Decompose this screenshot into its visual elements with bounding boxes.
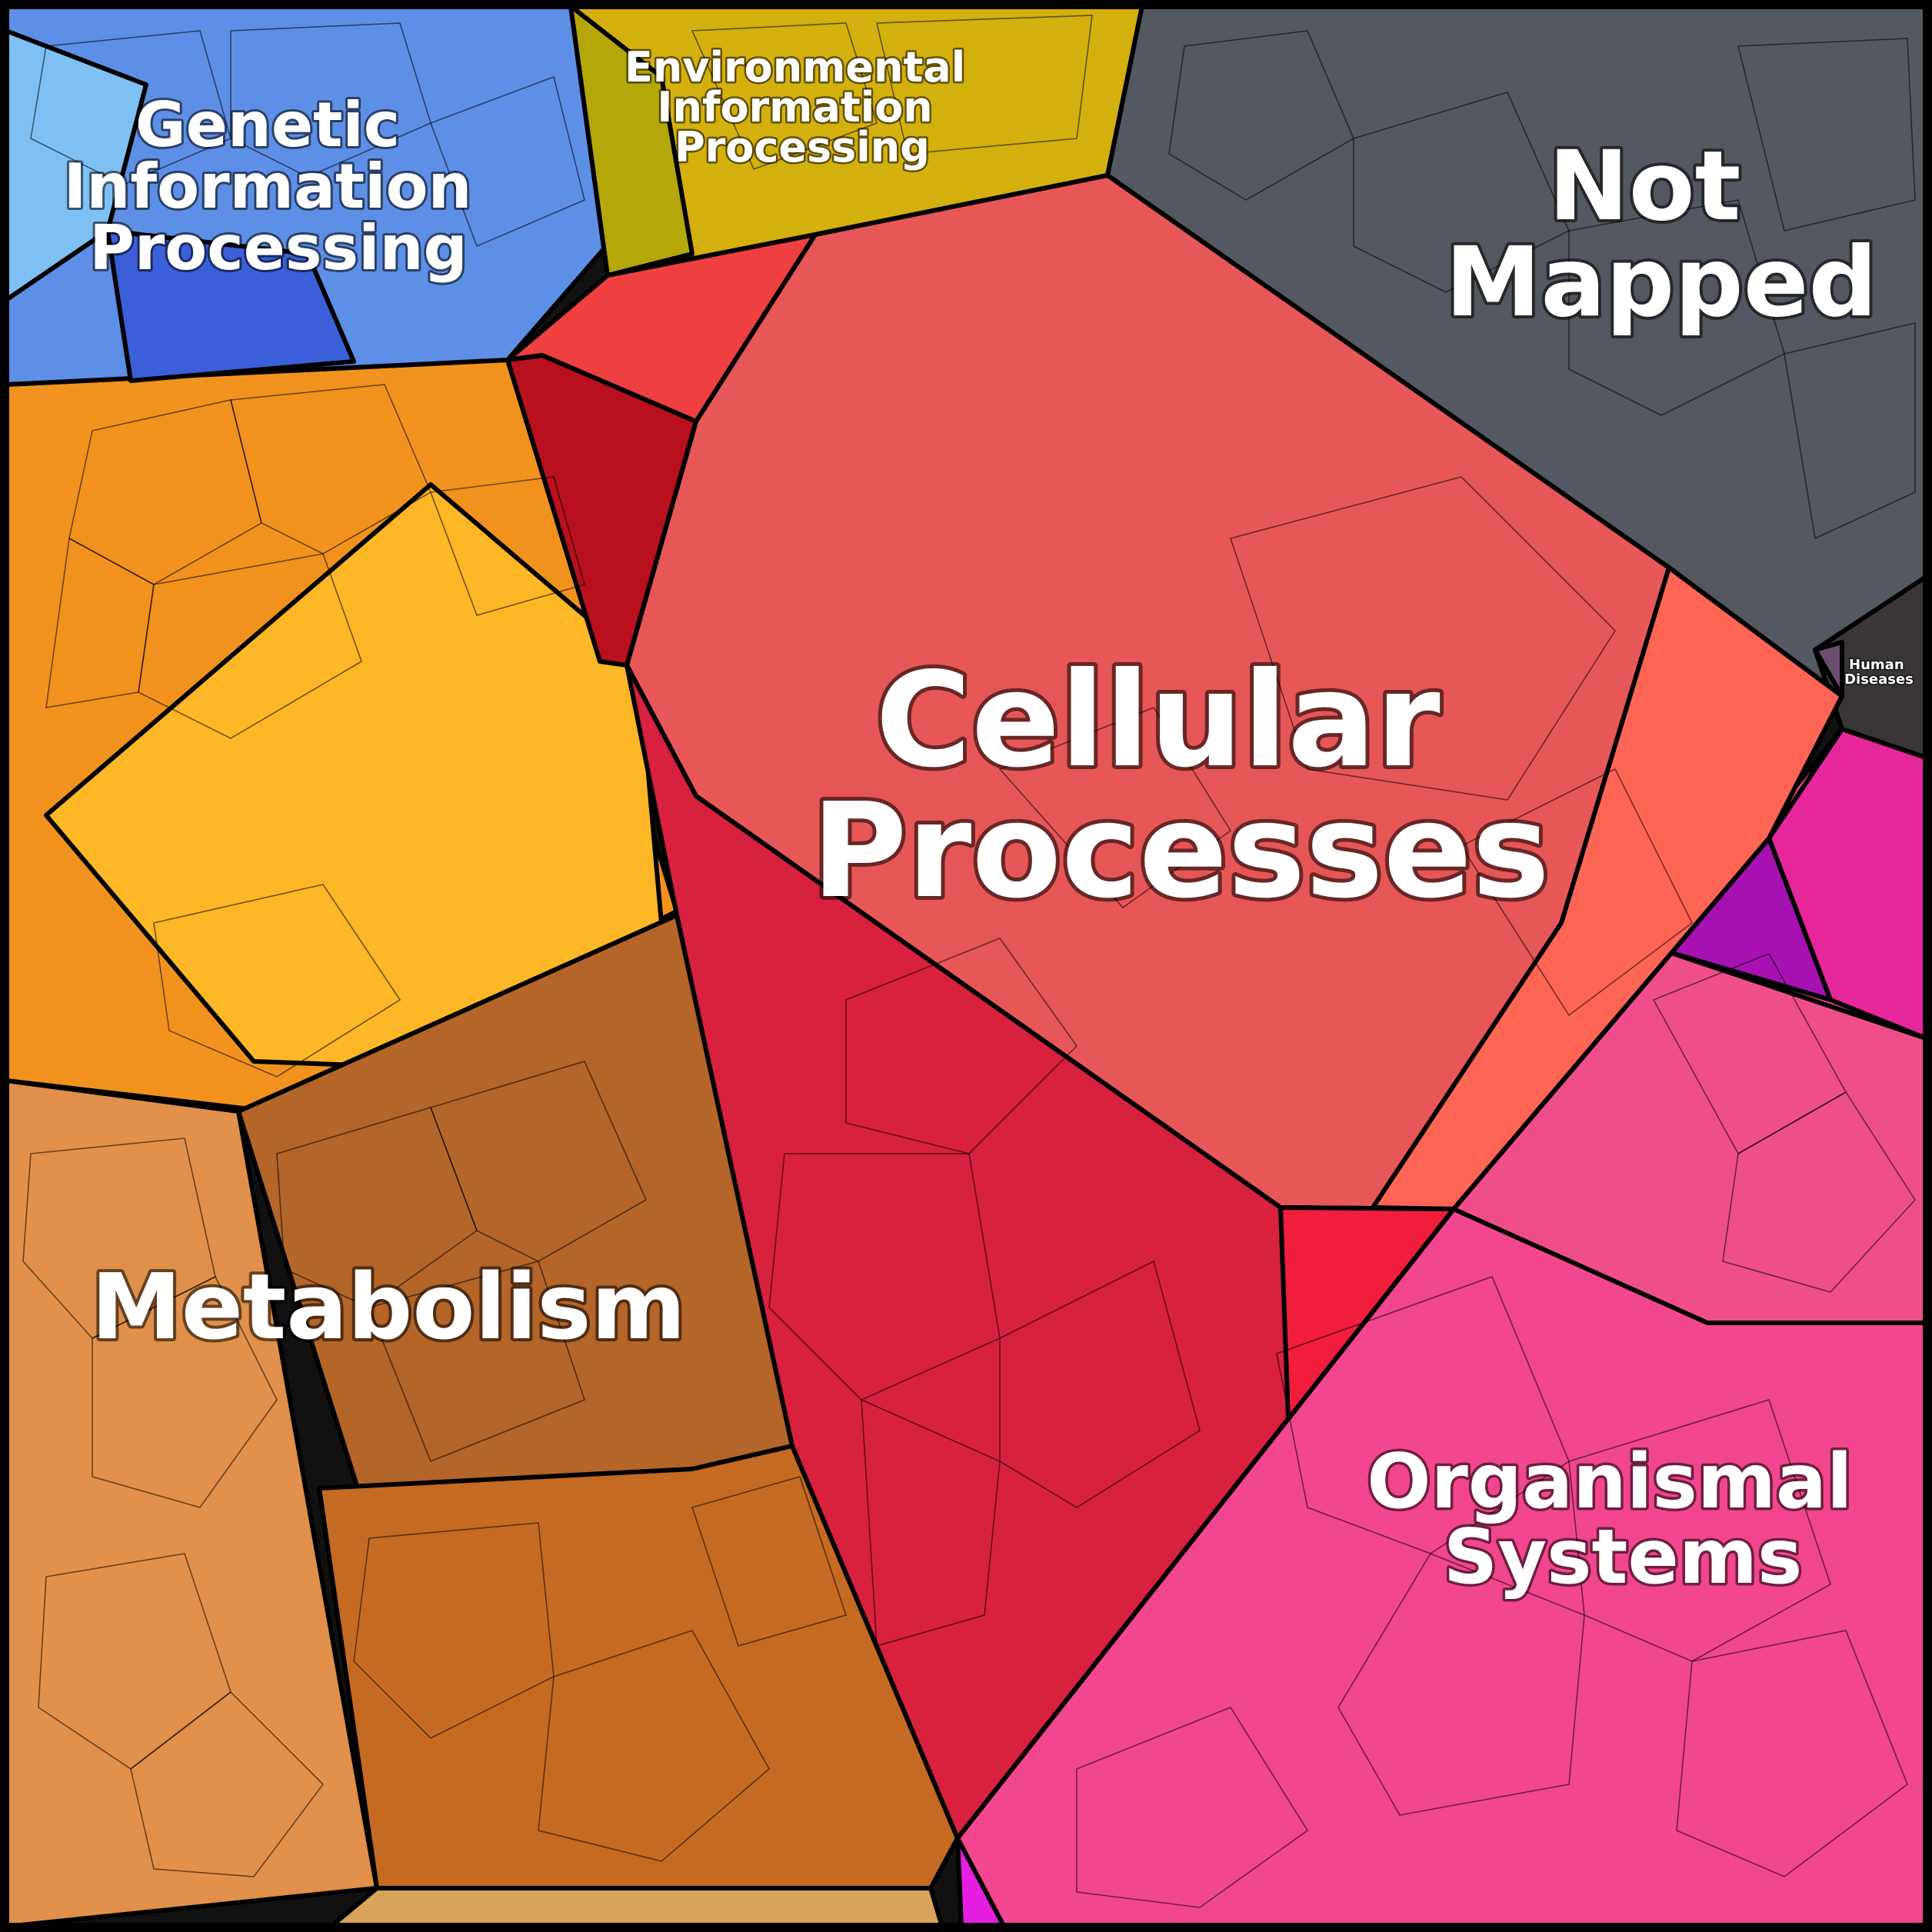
label-genetic-line-3: Processing	[89, 212, 468, 284]
label-cellular-line-1: Cellular	[875, 645, 1441, 797]
region-genetic[interactable]	[4, 4, 610, 387]
label-not-mapped-line-2: Mapped	[1445, 227, 1877, 338]
label-environmental-line-3: Processing	[675, 123, 930, 172]
label-metabolism: Metabolism	[91, 1254, 685, 1360]
region-metabolism[interactable]	[4, 358, 960, 1929]
cellular-bottom-bright	[1278, 1205, 1456, 1421]
label-environmental-line-2: Information	[657, 83, 932, 132]
label-environmental-information-processing: Environmental Information Processing	[625, 43, 980, 172]
cellular-lower	[625, 663, 1456, 1840]
label-human-diseases-line-1: Human	[1849, 657, 1904, 673]
region-organismal[interactable]	[955, 727, 1928, 1928]
label-genetic-line-1: Genetic	[135, 89, 400, 161]
label-not-mapped: Not Mapped	[1445, 131, 1877, 338]
environmental-olive	[568, 4, 695, 278]
label-cellular-line-2: Processes	[811, 775, 1550, 928]
metabolism-bottom-strip	[328, 1886, 944, 1929]
label-environmental-line-1: Environmental	[625, 43, 965, 92]
label-cellular-processes: Cellular Processes	[811, 645, 1550, 928]
genetic-dark	[105, 228, 356, 383]
region-cellular[interactable]	[505, 173, 1844, 1840]
label-organismal-systems: Organismal Systems	[1367, 1438, 1879, 1601]
cell-texture	[22, 15, 1917, 1908]
region-environmental[interactable]	[568, 4, 1144, 278]
label-human-diseases: Human Diseases	[1844, 657, 1914, 688]
label-human-diseases-line-2: Diseases	[1844, 671, 1914, 688]
category-labels: Cellular Processes Not Mapped Organismal…	[62, 42, 1915, 1604]
human-diseases-purple	[1813, 640, 1844, 698]
label-not-mapped-line-1: Not	[1548, 131, 1740, 242]
label-organismal-line-2: Systems	[1444, 1514, 1803, 1601]
label-organismal-line-1: Organismal	[1367, 1438, 1852, 1526]
label-genetic-line-2: Information	[64, 151, 472, 222]
label-genetic-information-processing: Genetic Information Processing	[64, 89, 494, 284]
